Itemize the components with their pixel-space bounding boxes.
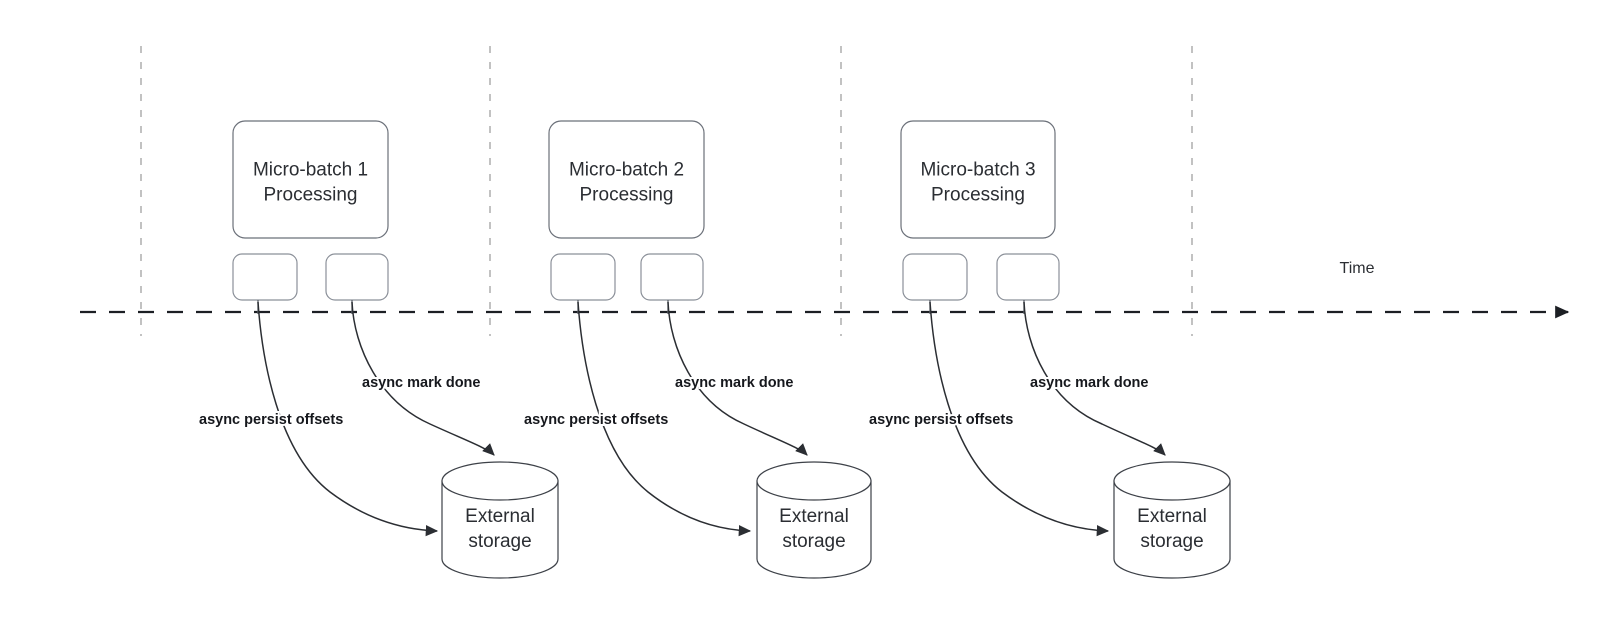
storage-label-line1-3: External xyxy=(1137,506,1207,527)
persist-offsets-task-2[interactable] xyxy=(550,253,616,301)
time-axis-label: Time xyxy=(1340,260,1375,277)
async-mark-done-label-3: async mark done xyxy=(1030,375,1148,391)
storage-cylinder-top-3 xyxy=(1113,461,1231,501)
storage-label-line1-1: External xyxy=(465,506,535,527)
async-persist-offsets-arrow-2 xyxy=(577,301,752,537)
async-mark-done-label-1: async mark done xyxy=(362,375,480,391)
async-persist-offsets-label-2: async persist offsets xyxy=(524,412,668,428)
time-tick-lines xyxy=(140,46,1193,336)
async-mark-done-arrow-1 xyxy=(351,301,495,456)
process-box-label-line2-1: Processing xyxy=(264,185,358,206)
mark-done-task-1[interactable] xyxy=(325,253,389,301)
storage-label-line2-2: storage xyxy=(782,531,845,552)
async-persist-offsets-arrow-1 xyxy=(257,301,439,537)
storage-label-line2-1: storage xyxy=(468,531,531,552)
mark-done-task-2[interactable] xyxy=(640,253,704,301)
storage-cylinder-body-1[interactable] xyxy=(441,480,559,579)
async-persist-offsets-label-3: async persist offsets xyxy=(869,412,1013,428)
process-box-label-line2-2: Processing xyxy=(580,185,674,206)
process-box-label-line1-1: Micro-batch 1 xyxy=(253,160,368,181)
storage-label-line2-3: storage xyxy=(1140,531,1203,552)
time-axis: Time xyxy=(80,260,1570,319)
async-mark-done-arrow-2 xyxy=(667,301,808,456)
process-box-3[interactable] xyxy=(900,120,1056,239)
mark-done-task-3[interactable] xyxy=(996,253,1060,301)
persist-offsets-task-3[interactable] xyxy=(902,253,968,301)
storage-cylinder-top-2 xyxy=(756,461,872,501)
async-persist-offsets-arrow-3 xyxy=(929,301,1110,537)
async-mark-done-arrow-3 xyxy=(1023,301,1166,456)
process-box-label-line2-3: Processing xyxy=(931,185,1025,206)
process-box-1[interactable] xyxy=(232,120,389,239)
async-mark-done-label-2: async mark done xyxy=(675,375,793,391)
process-box-label-line1-2: Micro-batch 2 xyxy=(569,160,684,181)
storage-cylinder-top-1 xyxy=(441,461,559,501)
process-box-label-line1-3: Micro-batch 3 xyxy=(920,160,1035,181)
storage-cylinder-body-3[interactable] xyxy=(1113,480,1231,579)
storage-cylinder-body-2[interactable] xyxy=(756,480,872,579)
persist-offsets-task-1[interactable] xyxy=(232,253,298,301)
async-persist-offsets-label-1: async persist offsets xyxy=(199,412,343,428)
storage-label-line1-2: External xyxy=(779,506,849,527)
process-box-2[interactable] xyxy=(548,120,705,239)
